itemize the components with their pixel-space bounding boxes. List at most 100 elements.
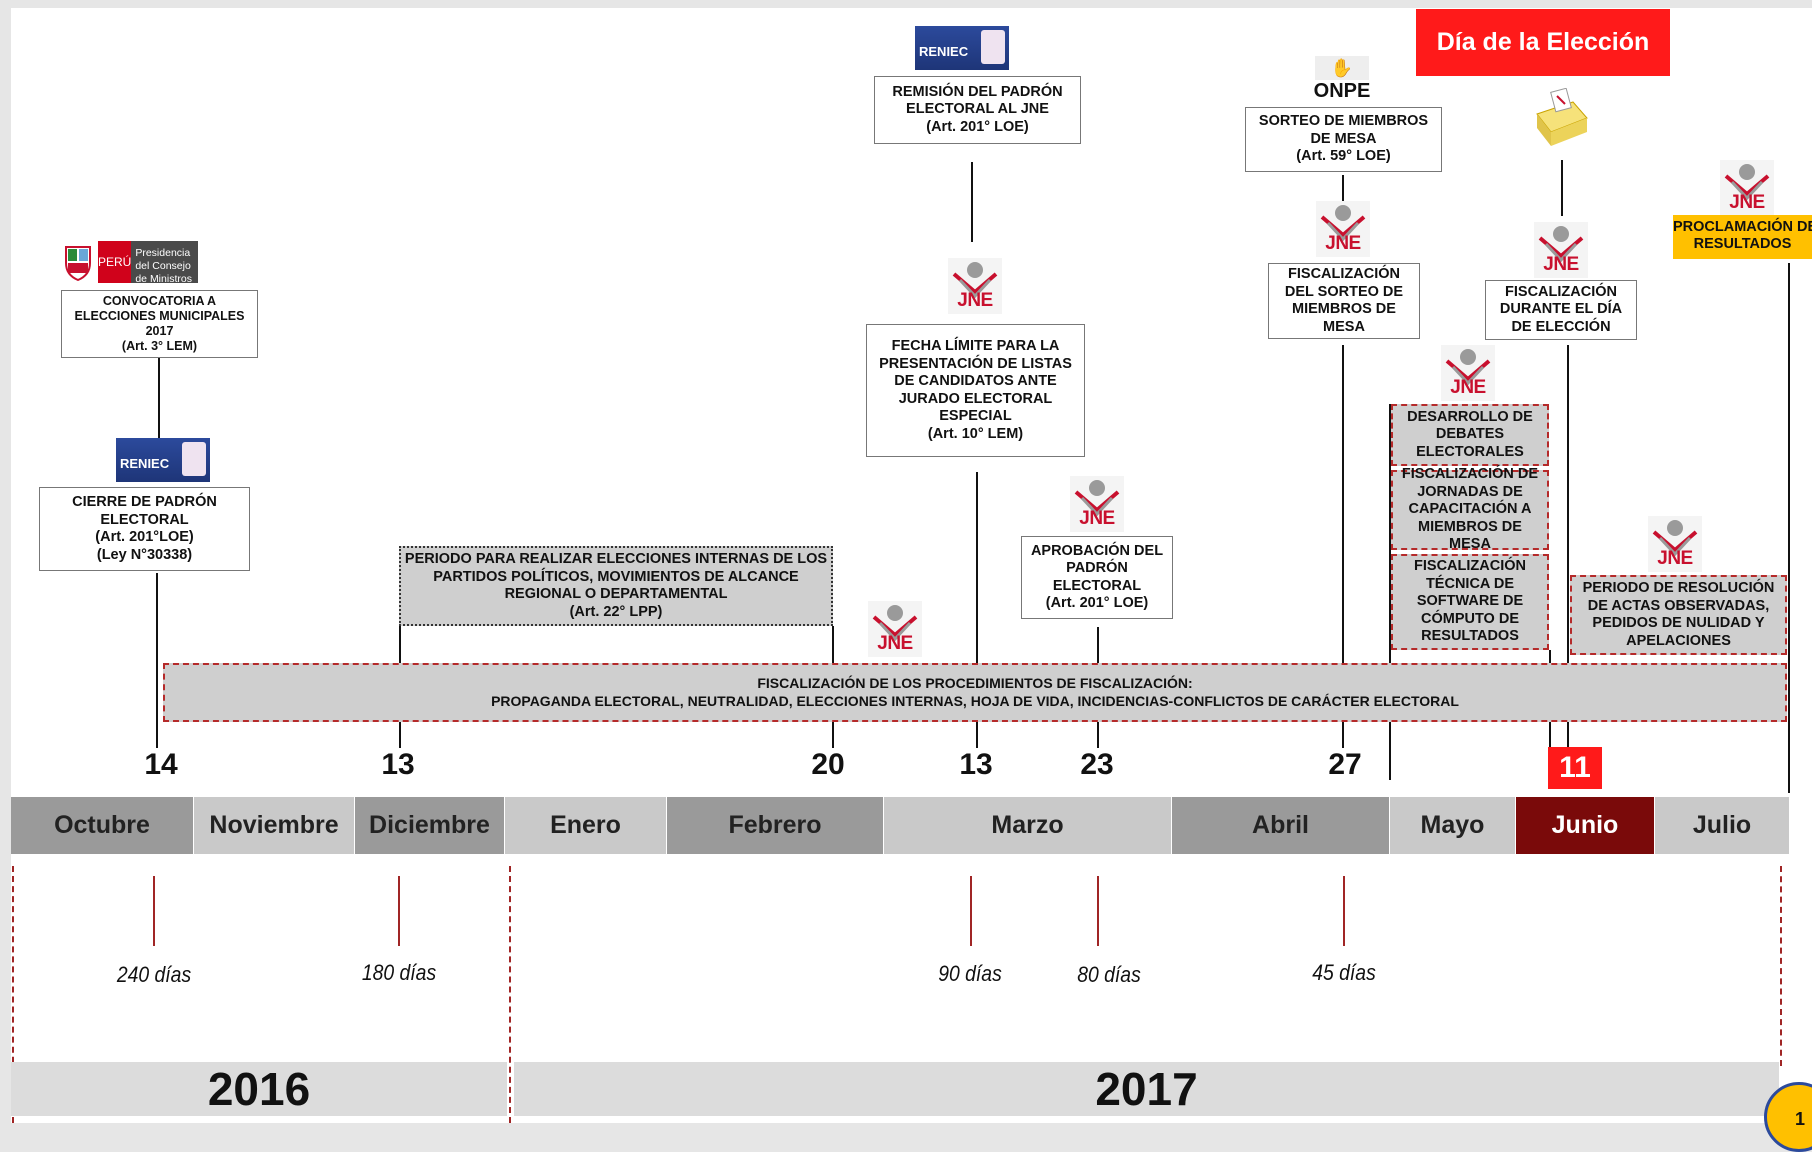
event-resolucion-actas: PERIODO DE RESOLUCIÓN DE ACTAS OBSERVADA…	[1570, 575, 1787, 655]
reniec-logo: RENIEC	[915, 26, 1009, 70]
event-remision-padron: REMISIÓN DEL PADRÓN ELECTORAL AL JNE (Ar…	[874, 76, 1081, 144]
line: PEDIDOS DE NULIDAD Y	[1592, 615, 1765, 631]
date-label: 13	[381, 748, 415, 781]
month-octubre: Octubre	[11, 797, 194, 854]
reniec-emblem-icon	[182, 442, 206, 476]
line: ELECCIONES MUNICIPALES	[74, 309, 245, 323]
month-enero: Enero	[505, 797, 667, 854]
line: ELECTORAL	[100, 511, 189, 528]
jne-logo: JNE	[1648, 516, 1702, 572]
event-software: FISCALIZACIÓN TÉCNICA DE SOFTWARE DE CÓM…	[1391, 554, 1549, 650]
countdown-tick	[153, 876, 155, 946]
jne-logo: JNE	[1720, 160, 1774, 216]
countdown-label: 180 días	[361, 960, 437, 985]
countdown-tick	[1097, 876, 1099, 946]
peru-label: PERÚ	[98, 241, 132, 283]
jne-logo: JNE	[1441, 345, 1495, 401]
month-noviembre: Noviembre	[194, 797, 355, 854]
countdown-tick	[1343, 876, 1345, 946]
month-abril: Abril	[1172, 797, 1390, 854]
event-sorteo-miembros: SORTEO DE MIEMBROS DE MESA (Art. 59° LOE…	[1245, 107, 1442, 172]
connector	[1342, 345, 1344, 748]
event-periodo-internas: PERIODO PARA REALIZAR ELECCIONES INTERNA…	[399, 546, 833, 626]
year-divider	[1780, 866, 1782, 1066]
reniec-emblem-icon	[981, 30, 1005, 64]
connector	[1788, 263, 1790, 793]
line: SORTEO DE MIEMBROS	[1258, 113, 1429, 130]
pcm-name-line1: Presidencia	[135, 247, 191, 259]
line: PARTIDOS POLÍTICOS, MOVIMIENTOS DE ALCAN…	[433, 568, 799, 585]
line: (Art. 59° LOE)	[1296, 148, 1391, 165]
line: DESARROLLO DE	[1407, 408, 1533, 425]
line: 2017	[145, 324, 174, 338]
line: RESULTADOS	[1421, 628, 1519, 645]
onpe-logo: ✋ ONPE	[1313, 56, 1371, 102]
ballot-box-icon	[1531, 87, 1589, 148]
month-mayo: Mayo	[1390, 797, 1516, 854]
pcm-name-line2: del Consejo de Ministros	[135, 260, 192, 285]
line: MESA	[1323, 318, 1365, 335]
event-convocatoria: CONVOCATORIA A ELECCIONES MUNICIPALES 20…	[61, 290, 258, 358]
line: PERIODO PARA REALIZAR ELECCIONES INTERNA…	[404, 551, 828, 567]
month-junio: Junio	[1516, 797, 1655, 854]
line: FISCALIZACIÓN	[1505, 283, 1617, 300]
line: MIEMBROS DE	[1292, 301, 1396, 317]
connector	[158, 358, 160, 438]
connector	[976, 472, 978, 748]
connector	[156, 573, 158, 748]
event-jornadas: FISCALIZACIÓN DE JORNADAS DE CAPACITACIÓ…	[1391, 466, 1549, 552]
peru-shield-icon	[62, 243, 94, 282]
connector	[1342, 175, 1344, 201]
jne-logo: JNE	[868, 601, 922, 657]
month-marzo: Marzo	[884, 797, 1172, 854]
line: PADRÓN	[1066, 560, 1128, 576]
date-label: 14	[144, 748, 178, 781]
reniec-label: RENIEC	[120, 456, 170, 471]
event-cierre-padron: CIERRE DE PADRÓN ELECTORAL (Art. 201°LOE…	[39, 487, 250, 571]
onpe-label: ONPE	[1313, 80, 1371, 102]
line: FISCALIZACIÓN DE LOS PROCEDIMIENTOS DE F…	[757, 675, 1193, 691]
line: DE ACTAS OBSERVADAS,	[1587, 597, 1770, 614]
line: DURANTE EL DÍA	[1499, 301, 1623, 318]
line: (Art. 10° LEM)	[927, 425, 1024, 442]
election-day-banner: Día de la Elección	[1416, 9, 1670, 76]
line: JURADO ELECTORAL	[898, 390, 1053, 407]
countdown-label: 45 días	[1312, 960, 1376, 985]
month-julio: Julio	[1655, 797, 1790, 854]
date-label: 13	[959, 748, 993, 781]
date-label: 23	[1080, 748, 1114, 781]
event-fiscalizacion-dia: FISCALIZACIÓN DURANTE EL DÍA DE ELECCIÓN	[1485, 280, 1637, 340]
event-fiscalizacion-procedimientos: FISCALIZACIÓN DE LOS PROCEDIMIENTOS DE F…	[163, 663, 1787, 722]
year-divider	[509, 866, 511, 1123]
line: ELECTORAL	[1052, 577, 1142, 594]
line: FISCALIZACIÓN DE	[1401, 466, 1539, 483]
countdown-label: 80 días	[1077, 962, 1141, 987]
line: SOFTWARE DE	[1416, 593, 1524, 610]
date-label: 20	[811, 748, 845, 781]
month-diciembre: Diciembre	[355, 797, 505, 854]
line: DE ELECCIÓN	[1511, 318, 1611, 335]
pcm-logo: PERÚ Presidencia del Consejo de Ministro…	[62, 241, 256, 285]
line: REMISIÓN DEL PADRÓN	[892, 83, 1063, 100]
jne-logo: JNE	[1316, 201, 1370, 257]
line: (Art. 201° LOE)	[1045, 595, 1149, 611]
event-debates: DESARROLLO DE DEBATES ELECTORALES	[1391, 404, 1549, 466]
line: JORNADAS DE	[1417, 483, 1523, 500]
line: (Art. 22° LPP)	[569, 603, 663, 620]
line: FECHA LÍMITE PARA LA	[891, 338, 1060, 354]
countdown-tick	[970, 876, 972, 946]
countdown-label: 90 días	[938, 961, 1002, 986]
line: TÉCNICA DE	[1425, 575, 1515, 592]
reniec-label: RENIEC	[919, 44, 969, 59]
line: PERIODO DE RESOLUCIÓN	[1582, 580, 1775, 596]
event-fiscalizacion-sorteo: FISCALIZACIÓN DEL SORTEO DE MIEMBROS DE …	[1268, 263, 1420, 339]
event-aprobacion-padron: APROBACIÓN DEL PADRÓN ELECTORAL (Art. 20…	[1021, 536, 1173, 619]
line: APROBACIÓN DEL	[1030, 542, 1164, 559]
line: CAPACITACIÓN A	[1408, 501, 1532, 518]
countdown-tick	[398, 876, 400, 946]
connector	[971, 162, 973, 242]
month-febrero: Febrero	[667, 797, 884, 854]
election-date-label: 11	[1548, 747, 1602, 789]
line: CONVOCATORIA A	[102, 294, 217, 308]
jne-logo: JNE	[948, 258, 1002, 314]
